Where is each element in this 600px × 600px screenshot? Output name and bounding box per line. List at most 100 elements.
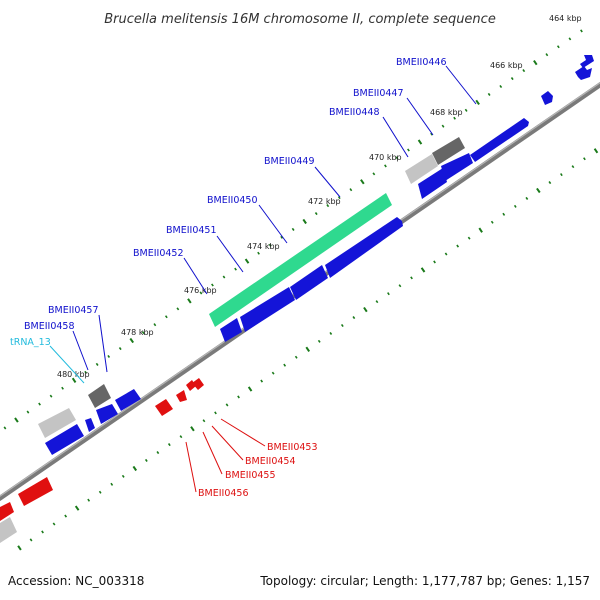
scale-tick	[260, 379, 264, 383]
scale-tick	[372, 172, 376, 176]
scale-tick	[71, 377, 77, 383]
accession-label: Accession: NC_003318	[8, 574, 145, 588]
gene-feature[interactable]	[580, 55, 594, 68]
gene-feature[interactable]	[240, 287, 295, 332]
trna-feature[interactable]	[85, 418, 95, 432]
gene-label[interactable]: tRNA_13	[10, 337, 51, 348]
scale-tick	[156, 451, 160, 455]
scale-tick	[61, 386, 64, 390]
pseudo-gene-feature[interactable]	[432, 137, 465, 165]
gene-label[interactable]: BMEII0446	[396, 57, 447, 68]
gene-label[interactable]: BMEII0448	[329, 107, 380, 118]
gene-feature[interactable]	[96, 404, 118, 424]
scale-label: 466 kbp	[490, 61, 523, 70]
reverse-feature-track	[0, 378, 204, 521]
scale-tick	[441, 124, 445, 128]
gene-feature[interactable]	[441, 153, 473, 181]
scale-tick	[556, 45, 560, 49]
scale-tick	[430, 132, 433, 136]
scale-tick	[340, 323, 344, 328]
genome-summary: Topology: circular; Length: 1,177,787 bp…	[260, 574, 590, 588]
scale-tick	[14, 417, 19, 423]
scale-tick	[305, 346, 311, 352]
gene-label[interactable]: BMEII0450	[207, 195, 258, 206]
rrna-feature[interactable]	[209, 193, 392, 327]
gene-feature[interactable]	[115, 389, 141, 411]
scale-tick	[110, 482, 114, 486]
gene-feature[interactable]	[186, 380, 196, 391]
scale-tick	[387, 292, 390, 296]
gene-feature[interactable]	[155, 399, 173, 416]
scale-tick	[395, 156, 399, 160]
scale-tick	[568, 37, 572, 41]
scale-tick	[237, 395, 240, 399]
scale-label: 480 kbp	[57, 370, 90, 379]
gene-label[interactable]: BMEII0457	[48, 305, 99, 316]
scale-tick	[560, 173, 563, 177]
gene-label[interactable]: BMEII0449	[264, 156, 315, 167]
gene-feature[interactable]	[192, 378, 204, 390]
scale-tick	[502, 212, 506, 216]
scale-tick	[118, 347, 122, 351]
gene-label[interactable]: BMEII0453	[267, 442, 318, 453]
scale-label: 468 kbp	[430, 108, 463, 117]
scale-tick	[384, 164, 387, 168]
gene-label[interactable]: BMEII0452	[133, 248, 184, 259]
scale-tick	[294, 355, 298, 359]
scale-tick	[417, 139, 423, 145]
scale-tick	[302, 218, 307, 225]
scale-tick	[141, 331, 145, 335]
scale-tick	[202, 419, 206, 423]
gene-label[interactable]: BMEII0458	[24, 321, 75, 332]
gene-feature[interactable]	[290, 265, 328, 300]
scale-tick	[17, 545, 22, 551]
gene-label[interactable]: BMEII0447	[353, 88, 404, 99]
gene-feature[interactable]	[0, 502, 14, 521]
scale-tick	[199, 291, 203, 295]
scale-tick	[52, 522, 56, 526]
scale-tick	[107, 354, 111, 358]
scale-tick	[179, 435, 183, 439]
pseudo-gene-feature[interactable]	[38, 408, 76, 438]
gene-feature[interactable]	[541, 91, 553, 105]
gene-label[interactable]: BMEII0451	[166, 225, 217, 236]
pseudo-gene-feature[interactable]	[88, 384, 111, 408]
scale-tick	[375, 300, 379, 304]
gene-feature[interactable]	[18, 477, 53, 506]
scale-tick	[464, 108, 468, 112]
scale-label: 474 kbp	[247, 242, 280, 251]
scale-tick	[87, 498, 91, 502]
scale-tick	[84, 370, 88, 374]
gene-feature[interactable]	[470, 118, 529, 162]
scale-tick	[410, 276, 413, 280]
scale-tick	[317, 339, 321, 343]
scale-tick	[129, 337, 135, 344]
gene-label[interactable]: BMEII0456	[198, 488, 249, 499]
scale-label: 464 kbp	[549, 14, 582, 23]
scale-tick	[583, 157, 586, 161]
gene-feature[interactable]	[45, 424, 84, 455]
scale-tick	[398, 284, 402, 288]
gene-label[interactable]: BMEII0454	[245, 456, 296, 467]
gene-feature[interactable]	[325, 217, 403, 278]
scale-tick	[164, 315, 168, 319]
scale-tick	[349, 188, 353, 192]
scale-tick	[314, 212, 318, 216]
gene-labels: BMEII0446 BMEII0447 BMEII0448 BMEII0449 …	[10, 57, 447, 499]
scale-tick	[64, 514, 68, 518]
scale-tick	[545, 53, 549, 57]
gene-feature[interactable]	[220, 318, 242, 342]
gene-feature[interactable]	[575, 66, 592, 80]
gene-label[interactable]: BMEII0455	[225, 470, 276, 481]
scale-tick	[132, 465, 138, 472]
scale-tick	[548, 181, 552, 185]
pseudo-gene-feature[interactable]	[0, 517, 17, 543]
scale-tick	[222, 275, 226, 279]
scale-tick	[26, 410, 30, 414]
pseudo-gene-feature[interactable]	[405, 154, 438, 184]
gene-feature[interactable]	[418, 168, 447, 199]
scale-tick	[257, 251, 260, 255]
gene-feature[interactable]	[176, 390, 187, 402]
scale-tick	[247, 386, 253, 392]
scale-tick	[211, 283, 214, 287]
